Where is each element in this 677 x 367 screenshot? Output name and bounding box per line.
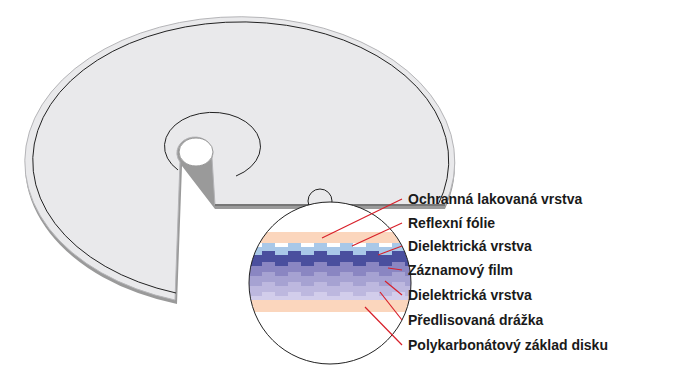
layer-label: Ochranná lakovaná vrstva xyxy=(408,190,582,208)
hub-ring xyxy=(164,112,260,176)
layer-label: Reflexní fólie xyxy=(408,214,495,232)
layer-label: Předlisovaná drážka xyxy=(408,311,543,329)
leader-lines xyxy=(322,199,402,345)
lens-ground xyxy=(249,202,411,364)
layer-label: Polykarbonátový základ disku xyxy=(408,336,608,354)
layer-label: Dielektrická vrstva xyxy=(408,237,532,255)
layer-label: Záznamový film xyxy=(408,261,513,279)
lens-outline xyxy=(249,202,411,364)
disc-track-line xyxy=(33,22,449,293)
disc-body xyxy=(25,17,455,300)
center-hole xyxy=(179,138,213,166)
layer-label: Dielektrická vrstva xyxy=(408,286,532,304)
